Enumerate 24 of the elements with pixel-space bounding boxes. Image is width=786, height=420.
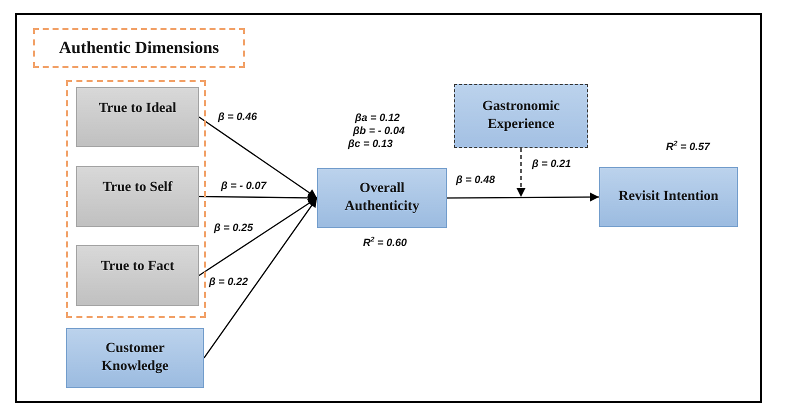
arrow: [199, 193, 317, 202]
moderator-box: Gastronomic Experience: [454, 84, 588, 148]
group-frame: [66, 80, 206, 318]
arrow: [447, 192, 599, 202]
edge-label: β = 0.46: [217, 111, 258, 124]
arrow: [198, 116, 318, 199]
coefficient-label: βa = 0.12: [354, 112, 401, 125]
edge-label: β = - 0.07: [220, 180, 268, 193]
construct-box: True to Ideal: [76, 87, 199, 147]
arrow: [198, 197, 318, 276]
construct-box: Overall Authenticity: [317, 168, 447, 228]
edge-label: β = 0.25: [213, 222, 254, 235]
edge-label: β = 0.22: [208, 276, 249, 289]
construct-box: True to Self: [76, 166, 199, 227]
construct-box: Customer Knowledge: [66, 328, 204, 388]
construct-box: Revisit Intention: [599, 167, 738, 227]
heading-box: Authentic Dimensions: [33, 28, 245, 68]
edge-label: β = 0.48: [455, 174, 496, 187]
arrow: [203, 198, 318, 358]
construct-box: True to Fact: [76, 245, 199, 306]
coefficient-label: βc = 0.13: [347, 138, 394, 151]
dashed-arrow: [516, 148, 526, 197]
edge-label: β = 0.21: [531, 158, 572, 171]
coefficient-label: βb = - 0.04: [352, 125, 406, 138]
